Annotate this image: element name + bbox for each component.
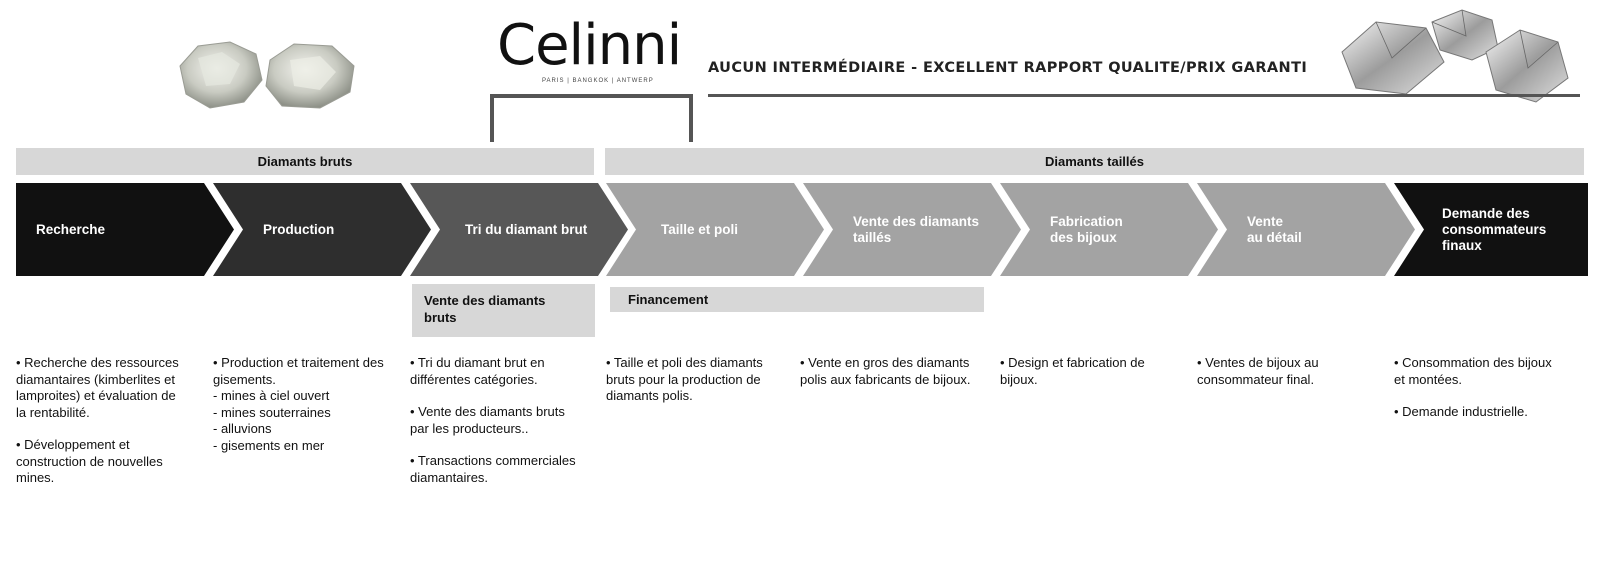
description-text: • Recherche des ressources diamantaires … [16,355,179,420]
tagline: AUCUN INTERMÉDIAIRE - EXCELLENT RAPPORT … [708,60,1308,76]
description-text: • Développement et construction de nouve… [16,437,163,485]
cut-diamonds-image [1341,9,1569,103]
description-column: • Design et fabrication de bijoux. [1000,355,1192,404]
tagline-divider [708,94,1580,97]
chevron-cutting-polishing [606,183,824,276]
step-label-cutting-polishing: Taille et poli [661,221,739,237]
chevron-jewelry-manufacturing [1000,183,1218,276]
step-label-retail: Vente au détail [1247,213,1302,245]
description-text: • Transactions commerciales diamantaires… [410,453,576,485]
rough-diamonds-image [179,41,355,109]
chevron-research [16,183,234,276]
description-text: • Ventes de bijoux au consommateur final… [1197,355,1319,387]
chevron-polished-sales [803,183,1021,276]
description-text: • Vente des diamants bruts par les produ… [410,404,565,436]
description-text: • Production et traitement des gisements… [213,355,384,453]
chevron-production [213,183,431,276]
description-text: • Taille et poli des diamants bruts pour… [606,355,763,403]
description-column: • Ventes de bijoux au consommateur final… [1197,355,1389,404]
description-text: • Tri du diamant brut en différentes cat… [410,355,545,387]
chevron-rough-sorting [410,183,628,276]
step-label-rough-sorting: Tri du diamant brut [465,221,588,237]
brand-logo: Celinni [497,13,682,78]
step-label-research: Recherche [36,221,106,237]
description-text: • Vente en gros des diamants polis aux f… [800,355,971,387]
description-column: • Production et traitement des gisements… [213,355,405,470]
step-label-jewelry-manufacturing: Fabrication des bijoux [1050,213,1123,245]
step-label-consumer-demand: Demande des consommateurs finaux [1442,205,1547,253]
description-column: • Taille et poli des diamants bruts pour… [606,355,798,421]
chevron-consumer-demand [1394,183,1588,276]
logo-bracket [490,94,693,142]
brand-cities: PARIS | BANGKOK | ANTWERP [542,78,654,84]
band-cut-diamonds: Diamants taillés [605,148,1584,175]
description-text: • Demande industrielle. [1394,404,1528,419]
chevron-retail [1197,183,1415,276]
step-label-polished-sales: Vente des diamants taillés [853,213,980,245]
description-column: • Tri du diamant brut en différentes cat… [410,355,602,502]
financing-box: Financement [610,287,984,312]
description-text: • Design et fabrication de bijoux. [1000,355,1145,387]
description-column: • Recherche des ressources diamantaires … [16,355,208,503]
rough-sales-box: Vente des diamants bruts [412,284,595,337]
band-rough-diamonds: Diamants bruts [16,148,594,175]
step-label-production: Production [263,221,335,237]
description-column: • Consommation des bijoux et montées. • D… [1394,355,1586,437]
description-text: • Consommation des bijoux et montées. [1394,355,1552,387]
description-column: • Vente en gros des diamants polis aux f… [800,355,992,404]
value-chain-chevrons [16,183,1588,276]
